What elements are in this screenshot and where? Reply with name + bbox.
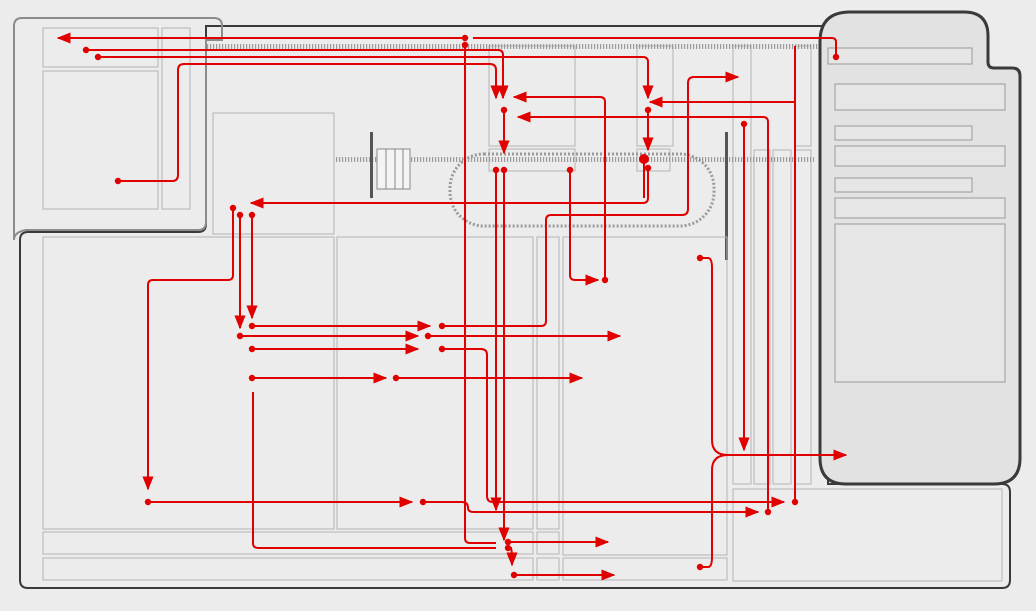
connector [464,45,496,544]
right-column-3 [772,149,792,485]
connector [442,71,740,327]
tl-box-header [42,27,159,68]
connector [423,501,760,518]
connector-dot [504,544,512,552]
connector-dot [461,41,469,49]
connector-dot [461,34,469,42]
connector-dot [392,374,400,382]
upper-column-box-b [636,45,674,147]
footer-narrow-2 [536,557,560,581]
top-left-outline [13,17,223,241]
connectors [56,32,848,581]
connector [118,63,502,182]
middle-ruler [334,157,814,162]
connector-dot [438,322,446,330]
connector-dot [236,332,244,340]
right-column-1 [732,45,752,485]
lower-box-2 [336,236,534,530]
connector [249,168,649,209]
connector-dot [438,345,446,353]
top-ruler [206,44,818,49]
divider-left [370,132,373,198]
connector-dot [696,563,704,571]
dashed-capsule [448,152,716,228]
connector-dot [601,276,609,284]
side-field-2 [834,83,1006,111]
connector-dot [764,508,772,516]
connector-dot [229,204,237,212]
connector-dot [424,332,432,340]
connector-dot [740,120,748,128]
footer-row-1 [42,531,534,555]
connector-dot [504,538,512,546]
connector-dot [791,498,799,506]
lower-box-3 [562,236,728,556]
tl-box-narrow [161,27,191,210]
footer-box-right [562,557,728,581]
connector-dot [832,53,840,61]
side-field-1 [827,47,973,65]
top-left-boxes [42,27,191,210]
lower-box-1 [42,236,335,530]
bottom-right-box [732,488,1003,582]
connector-dot [696,254,704,262]
connector-dot [500,166,508,174]
side-large-area [834,223,1006,383]
connector [516,111,769,512]
connector [86,49,509,100]
connector-dot [510,571,518,579]
right-column-2 [753,149,771,485]
side-field-4 [834,197,1006,219]
side-label-2 [834,177,973,193]
divider-right [725,132,728,260]
connector-dot [82,46,90,54]
connector-dot [144,498,152,506]
connector-dots [82,34,840,579]
right-column-4 [794,149,812,485]
side-field-3 [834,145,1006,167]
lower-narrow-1 [536,236,560,530]
connector-dot [419,498,427,506]
connector-dot [248,345,256,353]
connector-dot [500,106,508,114]
connector-dot [248,211,256,219]
connector [512,91,606,280]
connector [569,170,600,286]
connector-dot [644,164,652,172]
connector [473,37,837,57]
upper-square-box [212,112,335,235]
connector-dot [248,374,256,382]
connector [252,392,496,549]
connector-dot [236,211,244,219]
connector [98,56,654,100]
connector [142,208,234,491]
connector-dot [566,166,574,174]
connector [700,257,848,461]
connector [700,454,729,568]
connector-dot [114,177,122,185]
main-outline [19,25,1011,589]
stacked-cards [376,148,411,190]
side-label-1 [834,125,973,141]
right-column-top-4 [794,45,812,147]
connector-dot [492,166,500,174]
connector-dot [94,53,102,61]
connector-dot [644,106,652,114]
tl-box-main [42,70,159,210]
junction-dot [639,154,649,164]
connector-dot [248,322,256,330]
footer-row-2 [42,557,534,581]
